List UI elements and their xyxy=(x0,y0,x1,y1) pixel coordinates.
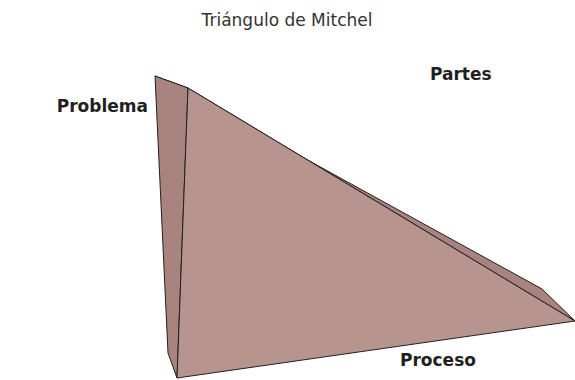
front-face xyxy=(177,88,575,378)
side-label: Problema xyxy=(57,96,148,116)
side-label: Proceso xyxy=(400,350,476,370)
side-label: Partes xyxy=(430,64,492,84)
diagram-title: Triángulo de Mitchel xyxy=(202,10,373,30)
